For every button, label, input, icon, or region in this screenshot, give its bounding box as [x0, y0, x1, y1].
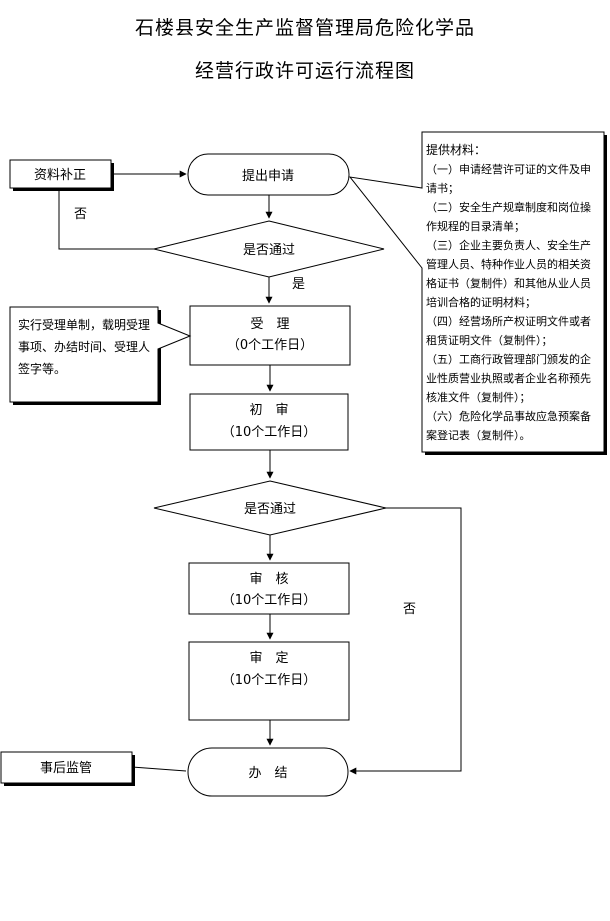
- decision1-label: 是否通过: [243, 243, 295, 258]
- accept-days: （0个工作日）: [227, 338, 313, 353]
- initial-name: 初 审: [249, 403, 288, 418]
- approve-days: （10个工作日）: [222, 673, 317, 688]
- initial-box: 初 审 （10个工作日）: [189, 393, 349, 451]
- apply-label: 提出申请: [242, 168, 294, 184]
- accept-note-text: 实行受理单制，载明受理事项、办结时间、受理人签字等。: [18, 318, 151, 376]
- supplement-label: 资料补正: [34, 168, 86, 183]
- materials-item: （三）企业主要负责人、安全生产管理人员、特种作业人员的相关资格证书（复制件）和其…: [426, 239, 591, 309]
- accept-note-callout: [9, 306, 192, 405]
- review-box: 审 核 （10个工作日）: [188, 562, 350, 615]
- supervise-box: 事后监管: [0, 751, 135, 786]
- finish-label: 办 结: [248, 766, 287, 781]
- no2-line: [349, 507, 462, 775]
- materials-item: （六）危险化学品事故应急预案备案登记表（复制件）。: [426, 410, 591, 442]
- accept-name: 受 理: [250, 317, 289, 332]
- materials-callout: [348, 131, 607, 455]
- accept-box: 受 理 （0个工作日）: [189, 305, 351, 366]
- apply-node: 提出申请: [187, 153, 350, 196]
- decision2-node: 是否通过: [153, 480, 387, 536]
- materials-item: （四）经营场所产权证明文件或者租赁证明文件（复制件）；: [426, 315, 591, 347]
- materials-text: 提供材料： （一）申请经营许可证的文件及申请书； （二）安全生产规章制度和岗位操…: [426, 141, 598, 445]
- approve-box: 审 定 （10个工作日）: [188, 641, 350, 721]
- materials-item: （一）申请经营许可证的文件及申请书；: [426, 163, 591, 195]
- yes1-label: 是: [292, 277, 305, 292]
- supplement-box: 资料补正: [9, 159, 114, 191]
- review-days: （10个工作日）: [222, 593, 317, 608]
- materials-item: （五）工商行政管理部门颁发的企业性质营业执照或者企业名称预先核准文件（复制件）；: [426, 353, 591, 404]
- approve-name: 审 定: [249, 651, 288, 666]
- supervise-connector: [131, 766, 187, 772]
- title-line-2: 经营行政许可运行流程图: [194, 60, 415, 82]
- materials-item: （二）安全生产规章制度和岗位操作规程的目录清单；: [426, 201, 591, 233]
- initial-days: （10个工作日）: [222, 425, 317, 440]
- title-line-1: 石楼县安全生产监督管理局危险化学品: [134, 17, 475, 39]
- decision1-node: 是否通过: [153, 220, 385, 278]
- review-name: 审 核: [249, 572, 288, 587]
- no2-label: 否: [403, 602, 416, 617]
- no1-label: 否: [74, 207, 87, 222]
- supervise-label: 事后监管: [40, 761, 92, 776]
- materials-heading: 提供材料：: [426, 143, 487, 157]
- no1-loop-line: [58, 188, 154, 250]
- decision2-label: 是否通过: [244, 502, 296, 517]
- finish-node: 办 结: [187, 747, 349, 797]
